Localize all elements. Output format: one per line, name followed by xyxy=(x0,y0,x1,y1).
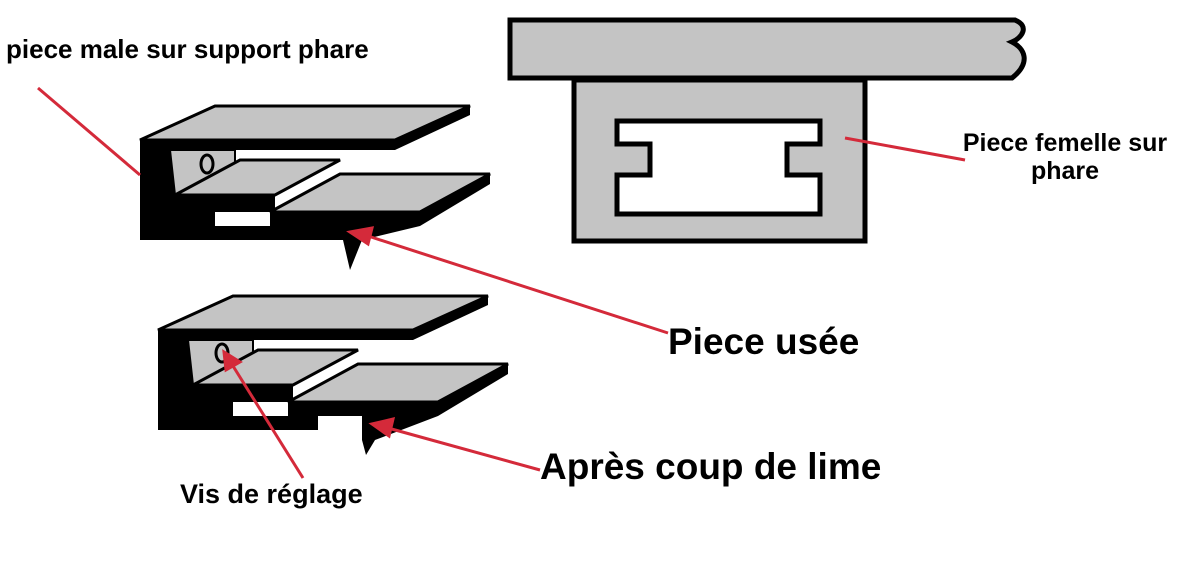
pointer-after xyxy=(387,426,541,472)
label-after-file: Après coup de lime xyxy=(540,446,882,487)
pointer-male xyxy=(37,86,141,177)
pointers xyxy=(37,86,966,479)
base-block xyxy=(140,226,300,240)
male-piece-worn xyxy=(139,104,491,270)
arrowhead-worn xyxy=(346,226,375,247)
base-block xyxy=(158,416,318,430)
female-piece xyxy=(507,17,1027,244)
worn-tab xyxy=(300,226,420,270)
top-plate-right-edge xyxy=(413,296,488,340)
top-plate-edge xyxy=(158,330,413,340)
headlight-bar xyxy=(507,17,1027,81)
top-plate-edge xyxy=(140,140,395,150)
lower-slide-right-edge xyxy=(420,174,490,226)
arrowhead-screw xyxy=(222,349,243,373)
label-female-piece: Piece femelle sur phare xyxy=(962,129,1168,185)
pointer-worn xyxy=(367,234,669,335)
lower-slide-edge xyxy=(270,212,420,226)
label-adjust-screw: Vis de réglage xyxy=(180,479,363,509)
screw-hole-icon xyxy=(199,153,215,175)
pointer-female xyxy=(844,136,966,162)
label-worn-piece: Piece usée xyxy=(668,321,860,362)
top-plate-right-edge xyxy=(395,106,470,150)
arrowhead-after xyxy=(368,416,396,439)
pointer-screw xyxy=(231,365,305,479)
middle-step-edge xyxy=(193,385,293,402)
lower-slide-right-edge xyxy=(438,364,508,416)
male-piece-filed xyxy=(157,294,509,455)
lower-slide-edge xyxy=(288,402,438,416)
female-slot xyxy=(614,118,823,217)
filed-tab xyxy=(362,416,438,455)
label-male-piece: piece male sur support phare xyxy=(6,34,369,64)
middle-step-edge xyxy=(175,195,275,212)
